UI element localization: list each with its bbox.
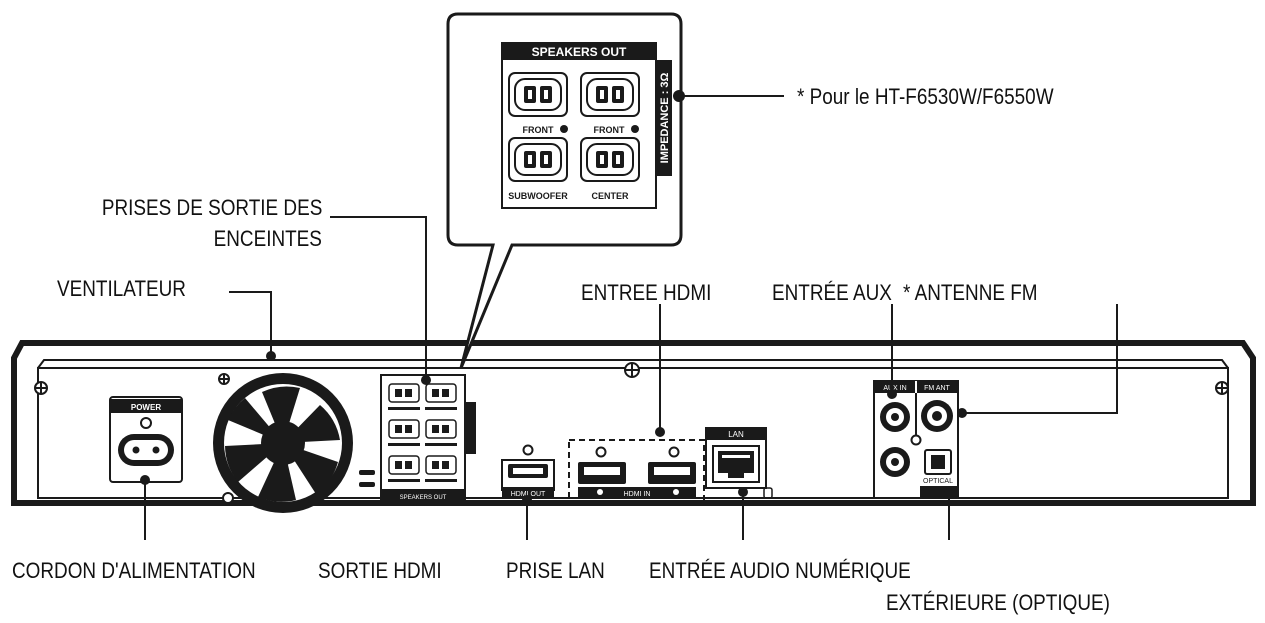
leader-lines <box>144 95 1118 540</box>
label-entree-aux: ENTRÉE AUX <box>772 280 892 305</box>
callout-box <box>446 12 685 369</box>
label-pour-le: * Pour le HT-F6530W/F6550W <box>797 84 1054 109</box>
speakers-out-panel <box>380 374 476 503</box>
hdmi-in-label: HDMI IN <box>624 491 651 498</box>
power-label: POWER <box>131 403 161 412</box>
callout-center: CENTER <box>591 191 629 201</box>
lan-panel-label: LAN <box>728 430 744 439</box>
callout-front-right: FRONT <box>594 125 625 135</box>
aux-fm-optical-panel <box>873 380 959 499</box>
callout-impedance: IMPEDANCE : 3Ω <box>659 72 671 163</box>
lan-port <box>705 427 773 499</box>
aux-in-panel-label: AUX IN <box>883 385 906 392</box>
label-ventilateur: VENTILATEUR <box>57 276 186 301</box>
screw-icons <box>34 362 1229 504</box>
speakers-out-small-label: SPEAKERS OUT <box>400 495 447 501</box>
label-prises-line2: ENCEINTES <box>213 226 322 251</box>
label-sortie-hdmi: SORTIE HDMI <box>318 558 442 583</box>
label-entree-hdmi: ENTREE HDMI <box>581 280 712 305</box>
label-cordon: CORDON D'ALIMENTATION <box>12 558 256 583</box>
label-prises-line1: PRISES DE SORTIE DES <box>101 195 322 220</box>
callout-title: SPEAKERS OUT <box>532 45 627 59</box>
label-entree-audio-line1: ENTRÉE AUDIO NUMÉRIQUE <box>649 558 911 583</box>
leader-dots <box>140 351 967 505</box>
hdmi-out-label: HDMI OUT <box>511 491 546 498</box>
hdmi-in-group <box>568 439 705 505</box>
hdmi-out-port <box>501 444 555 498</box>
callout-subwoofer: SUBWOOFER <box>508 191 568 201</box>
label-entree-audio-line2: EXTÉRIEURE (OPTIQUE) <box>886 590 1110 615</box>
label-antenne-fm: * ANTENNE FM <box>903 280 1038 305</box>
optical-panel-label: OPTICAL <box>923 478 953 485</box>
label-prise-lan: PRISE LAN <box>506 558 605 583</box>
fan-icon <box>213 373 375 513</box>
fm-ant-panel-label: FM ANT <box>924 385 950 392</box>
callout-front-left: FRONT <box>523 125 554 135</box>
